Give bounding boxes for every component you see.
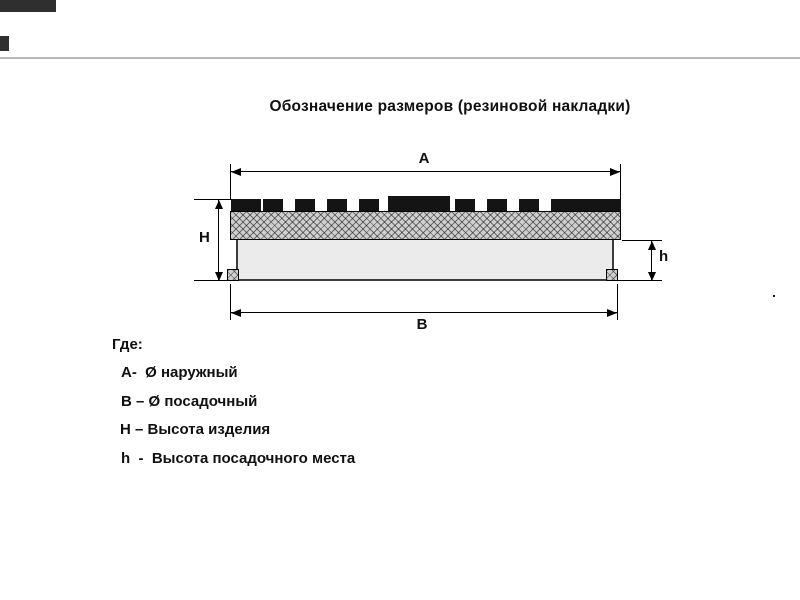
dim-b-arrow-left-icon — [231, 309, 241, 317]
dim-H-arrow-up-icon — [215, 200, 223, 209]
scan-artifact-top-left — [0, 0, 56, 12]
legend-item-b: В – Ø посадочный — [121, 393, 258, 410]
pad-rib-left-cap — [231, 199, 261, 212]
dim-h-label: h — [659, 248, 669, 265]
legend-item-h: h - Высота посадочного места — [121, 450, 356, 467]
dim-a-extension-left — [230, 164, 231, 200]
pad-hatched-band — [230, 211, 621, 240]
page-title: Обозначение размеров (резиновой накладки… — [269, 98, 631, 115]
dim-b-line — [230, 312, 618, 313]
pad-foot-right — [606, 269, 618, 281]
dim-a-line — [230, 171, 621, 172]
dim-a-arrow-right-icon — [610, 168, 620, 176]
dim-a-label: A — [418, 150, 430, 167]
scan-artifact-horizontal-line — [0, 57, 800, 59]
dim-b-extension-left — [230, 284, 231, 320]
pad-rib-right-cap — [566, 199, 621, 212]
dim-a-extension-right — [620, 164, 621, 200]
dim-a-arrow-left-icon — [231, 168, 241, 176]
dim-b-label: B — [416, 316, 428, 333]
dim-h-tick-top — [622, 240, 662, 241]
stray-mark: . — [772, 284, 776, 300]
legend-item-a: А- Ø наружный — [121, 364, 238, 381]
legend-item-H: Н – Высота изделия — [120, 421, 271, 438]
scan-artifact-left-edge — [0, 36, 9, 51]
dim-H-line — [218, 200, 219, 281]
dim-b-arrow-right-icon — [607, 309, 617, 317]
legend-heading: Где: — [112, 336, 143, 353]
dim-H-arrow-down-icon — [215, 272, 223, 281]
pad-body — [236, 240, 614, 281]
dim-h-line — [651, 241, 652, 281]
pad-rib-center-block — [388, 196, 450, 212]
dim-h-tick-bottom — [618, 280, 662, 281]
dim-H-label: H — [197, 229, 212, 246]
dim-h-arrow-up-icon — [648, 241, 656, 250]
dim-H-tick-top — [194, 199, 232, 200]
dim-b-extension-right — [617, 284, 618, 320]
dim-h-arrow-down-icon — [648, 272, 656, 281]
